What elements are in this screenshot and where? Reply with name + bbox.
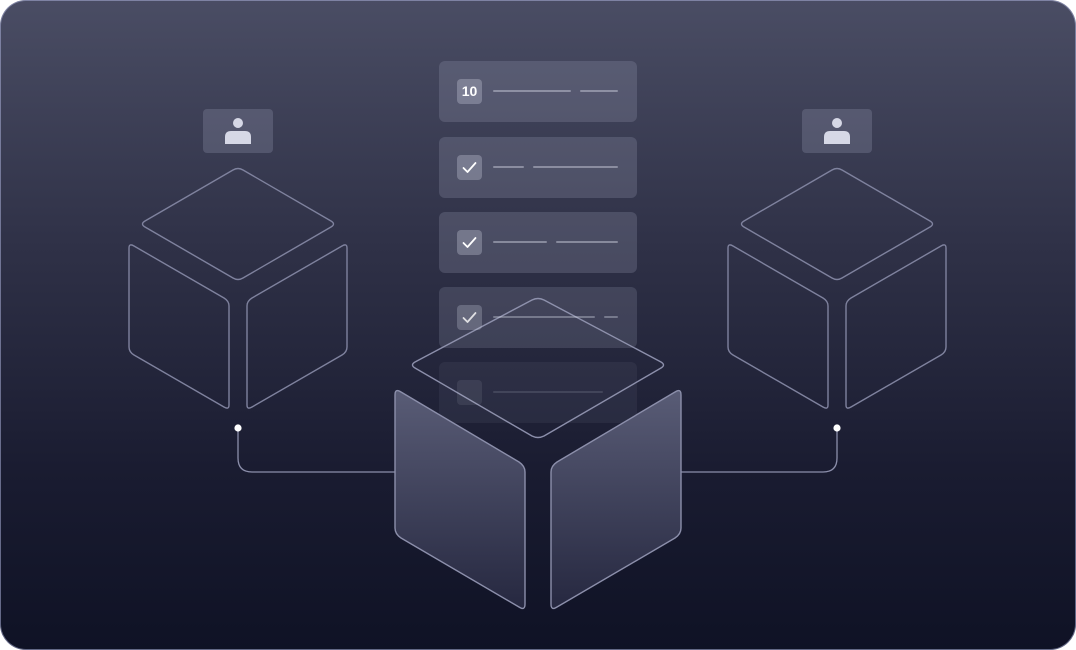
placeholder-line (493, 316, 595, 318)
person-icon (225, 118, 251, 144)
connector-left (234, 424, 398, 473)
placeholder-line (493, 391, 603, 393)
task-card-faded (439, 362, 637, 423)
placeholder-line (493, 90, 571, 92)
checkbox (457, 305, 482, 330)
placeholder-line (556, 241, 618, 243)
connector-right (679, 424, 841, 473)
placeholder-line (604, 316, 618, 318)
check-icon (462, 162, 477, 173)
left-cube (128, 167, 348, 409)
check-icon (462, 312, 477, 323)
checkbox (457, 155, 482, 180)
person-icon (824, 118, 850, 144)
placeholder-line (493, 241, 547, 243)
center-cube-top (411, 297, 665, 439)
counter-badge: 10 (457, 79, 482, 104)
placeholder-line (580, 90, 618, 92)
check-icon (462, 237, 477, 248)
placeholder-line (533, 166, 618, 168)
task-card-done (439, 212, 637, 273)
task-card-done (439, 287, 637, 348)
checkbox (457, 230, 482, 255)
task-card-done (439, 137, 637, 198)
right-cube (727, 167, 947, 409)
center-cube-left-face (394, 389, 526, 610)
center-cube-right-face (550, 389, 682, 610)
task-card-counter: 10 (439, 61, 637, 122)
user-avatar-right (802, 109, 872, 153)
checkbox (457, 380, 482, 405)
user-avatar-left (203, 109, 273, 153)
placeholder-line (493, 166, 524, 168)
